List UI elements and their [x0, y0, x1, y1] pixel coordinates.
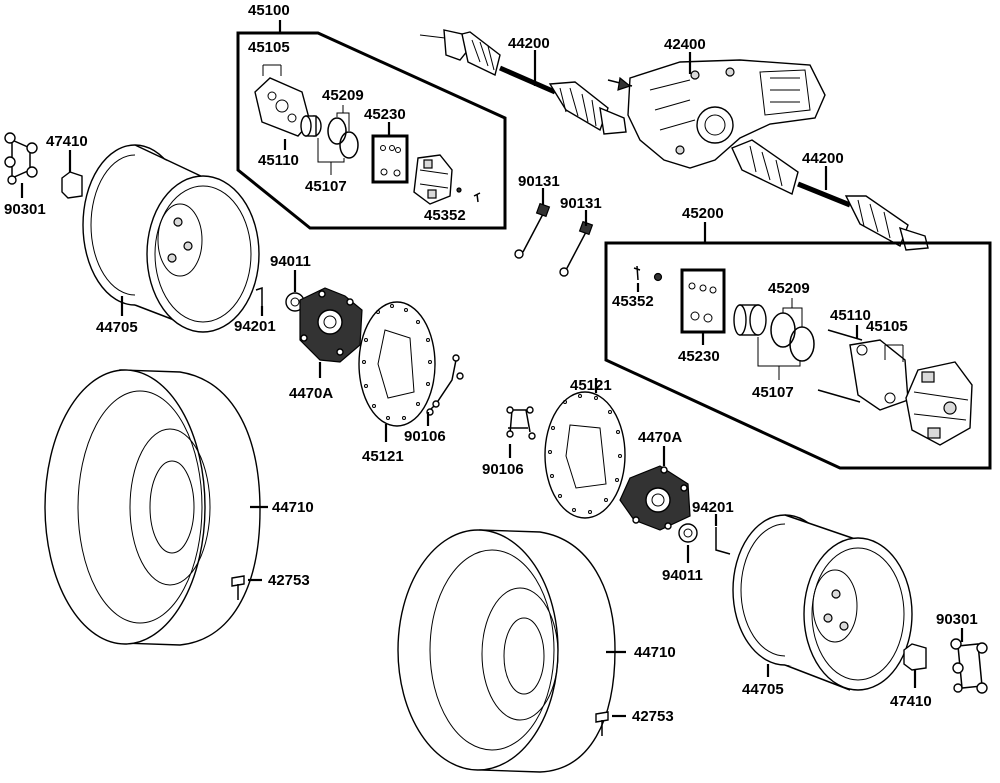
- label-lug-bolt-left[interactable]: 42753: [268, 572, 310, 589]
- label-front-bleeder[interactable]: 45352: [424, 207, 466, 224]
- caliper-rear-part: [905, 361, 973, 446]
- rear-caliper-assembly-box: [604, 241, 992, 470]
- front-caliper-assembly-group: [236, 20, 507, 230]
- label-front-piston[interactable]: 45107: [305, 178, 347, 195]
- piston-seals-rear-part: [770, 312, 815, 362]
- label-disc-bolts-left[interactable]: 90106: [404, 428, 446, 445]
- label-link-bolt-b[interactable]: 90131: [560, 195, 602, 212]
- lug-bolt-right-part: [595, 711, 626, 736]
- label-cotter-left[interactable]: 94201: [234, 318, 276, 335]
- disc-left-part: [358, 301, 436, 442]
- label-lug-nuts-right[interactable]: 90301: [936, 611, 978, 628]
- axle-upper-part: [419, 29, 627, 135]
- castle-nut-right-part: [678, 523, 698, 563]
- label-hub-left[interactable]: 4470A: [289, 385, 333, 402]
- label-rear-piston-seal[interactable]: 45209: [768, 280, 810, 297]
- label-tire-left[interactable]: 44710: [272, 499, 314, 516]
- link-bolt-a-part: [514, 188, 551, 259]
- piston-rear-part: [733, 304, 767, 336]
- wheel-left-part: [82, 144, 260, 333]
- bleeder-rear-part: [633, 265, 641, 281]
- seal-kit-front-rings: [380, 145, 401, 177]
- label-front-caliper-assembly[interactable]: 45100: [248, 2, 290, 19]
- disc-bolts-left-part: [426, 354, 464, 426]
- label-castle-nut-left[interactable]: 94011: [270, 253, 311, 270]
- label-valve-left[interactable]: 47410: [46, 133, 88, 150]
- part-labels: 45100 45105 45110 45209 45230 45107 4535…: [4, 2, 978, 725]
- brake-bracket-rear-part: [817, 329, 909, 411]
- wheel-right-part: [732, 514, 913, 691]
- piston-seals-front-part: [327, 117, 359, 159]
- label-wheel-left[interactable]: 44705: [96, 319, 138, 336]
- lug-nuts-left-part: [4, 132, 38, 198]
- label-front-piston-seal[interactable]: 45209: [322, 87, 364, 104]
- cotter-pin-left-part: [255, 286, 264, 316]
- tire-left-part: [44, 369, 268, 646]
- bleeder-cap-rear: [653, 272, 663, 282]
- label-rear-pin-set[interactable]: 45110: [830, 307, 871, 324]
- label-front-bracket[interactable]: 45105: [248, 39, 290, 56]
- front-caliper-assembly-box: [236, 31, 507, 230]
- link-bolt-b-part: [559, 210, 594, 277]
- label-rear-bracket[interactable]: 45105: [866, 318, 908, 335]
- seal-kit-front-box: [371, 134, 409, 184]
- bracket-45105-leader: [262, 64, 282, 76]
- label-lug-bolt-right[interactable]: 42753: [632, 708, 674, 725]
- label-disc-right[interactable]: 45121: [570, 377, 612, 394]
- disc-right-part: [544, 378, 626, 519]
- disc-bolts-right-part: [506, 406, 536, 458]
- lug-nuts-right-part: [950, 628, 988, 694]
- label-hub-right[interactable]: 4470A: [638, 429, 682, 446]
- hub-left-part: [299, 287, 363, 378]
- label-rear-piston[interactable]: 45107: [752, 384, 794, 401]
- bleeder-front-part: [473, 192, 481, 203]
- bleeder-cap-front: [456, 187, 462, 193]
- label-rear-seal-kit[interactable]: 45230: [678, 348, 720, 365]
- label-front-seal-kit[interactable]: 45230: [364, 106, 406, 123]
- label-link-bolt-a[interactable]: 90131: [518, 173, 560, 190]
- differential-part: [607, 59, 826, 169]
- label-rear-caliper-assembly[interactable]: 45200: [682, 205, 724, 222]
- label-axle-lower[interactable]: 44200: [802, 150, 844, 167]
- hub-right-part: [619, 446, 691, 531]
- piston-front-part: [300, 115, 322, 137]
- label-wheel-right[interactable]: 44705: [742, 681, 784, 698]
- label-differential[interactable]: 42400: [664, 36, 706, 53]
- lug-bolt-left-part: [231, 575, 262, 600]
- label-axle-upper[interactable]: 44200: [508, 35, 550, 52]
- label-disc-left[interactable]: 45121: [362, 448, 404, 465]
- label-tire-right[interactable]: 44710: [634, 644, 676, 661]
- caliper-front-part: [413, 154, 453, 205]
- rear-caliper-assembly-group: [604, 222, 992, 470]
- label-valve-right[interactable]: 47410: [890, 693, 932, 710]
- label-rear-bleeder[interactable]: 45352: [612, 293, 654, 310]
- label-cotter-right[interactable]: 94201: [692, 499, 734, 516]
- tire-right-part: [397, 529, 626, 773]
- label-lug-nuts-left[interactable]: 90301: [4, 201, 46, 218]
- seal-kit-rear-rings: [688, 282, 717, 323]
- valve-stem-left-part: [61, 150, 83, 199]
- cotter-pin-right-part: [714, 514, 731, 555]
- label-castle-nut-right[interactable]: 94011: [662, 567, 703, 584]
- seal-kit-rear-box: [680, 268, 726, 334]
- valve-stem-right-part: [903, 643, 927, 688]
- label-front-pin-set[interactable]: 45110: [258, 152, 299, 169]
- label-disc-bolts-right[interactable]: 90106: [482, 461, 524, 478]
